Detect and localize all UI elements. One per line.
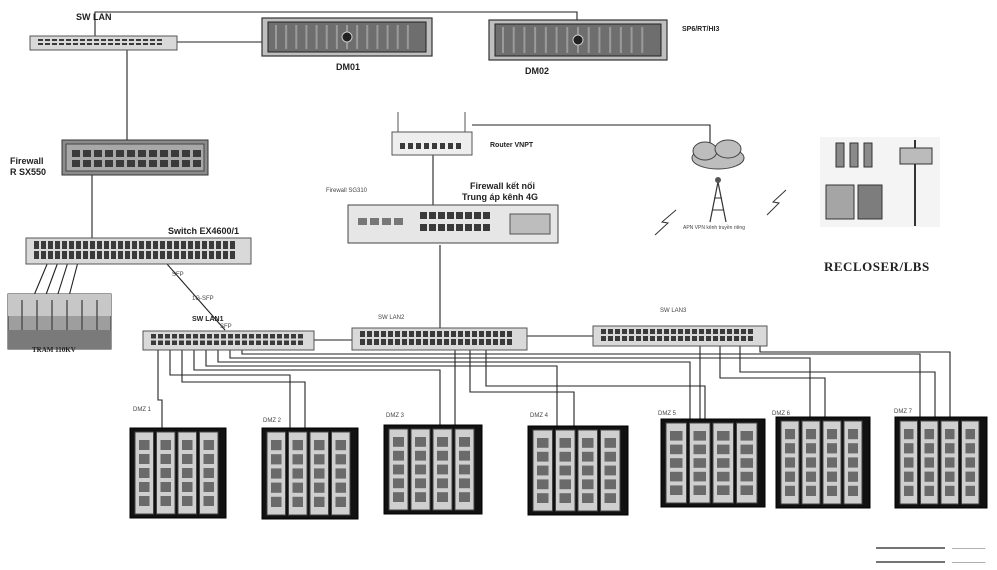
dm01-label: DM01	[336, 62, 360, 72]
dmz2-switch	[262, 428, 358, 519]
firewall-main-label-2: R SX550	[10, 167, 46, 177]
dmz-label: DMZ 1	[133, 407, 151, 413]
sw-lan-top-label: SW LAN	[76, 12, 112, 22]
sw-lan-top-switch	[30, 36, 177, 50]
dmz5-switch	[661, 419, 765, 507]
dmz1-switch	[130, 428, 226, 518]
vpn-label: APN VPN kênh truyền riêng	[683, 225, 745, 231]
tram-110kv-image	[8, 294, 111, 349]
firewall-main-label-1: Firewall	[10, 156, 44, 166]
swlan1-label: SW LAN1	[192, 316, 224, 323]
swlan2-switch	[352, 328, 527, 350]
cloud-icon	[692, 140, 744, 169]
swlan1-switch	[143, 331, 314, 350]
firewall-small-label: Firewall SG310	[326, 188, 367, 194]
tram-label: TRAM 110KV	[32, 346, 76, 354]
dm02-label: DM02	[525, 66, 549, 76]
router-vnpt	[392, 112, 472, 155]
dmz-label: DMZ 2	[263, 418, 281, 424]
sp6-label: SP6/RT/HI3	[682, 26, 719, 33]
switch-ex-label: Switch EX4600/1	[168, 226, 239, 236]
firewall-4g-label-1: Firewall kết nối	[470, 181, 535, 191]
dmz3-switch	[384, 425, 482, 514]
firewall-4g-label-2: Trung áp kênh 4G	[462, 192, 538, 202]
dmz-label: DMZ 5	[658, 411, 676, 417]
switch-ex4600	[26, 238, 251, 264]
recloser-lbs-image	[820, 137, 940, 227]
swlan3-switch	[593, 326, 767, 346]
dmz-label: DMZ 4	[530, 413, 548, 419]
firewall-rsx550	[62, 140, 208, 175]
dm02-server	[489, 20, 667, 60]
recloser-label: RECLOSER/LBS	[824, 259, 930, 275]
dm01-server	[262, 18, 432, 56]
dmz6-switch	[776, 417, 870, 508]
firewall-4g	[348, 205, 558, 243]
legend-label-2: __________	[952, 557, 985, 563]
legend-label-1: __________	[952, 543, 985, 549]
router-label: Router VNPT	[490, 142, 533, 149]
swlan3-label: SW LAN3	[660, 308, 686, 314]
dmz-label: DMZ 7	[894, 409, 912, 415]
dmz7-switch	[895, 417, 987, 508]
sfp-label-c: SFP	[220, 324, 232, 330]
swlan2-label: SW LAN2	[378, 315, 404, 321]
dmz-label: DMZ 6	[772, 411, 790, 417]
sfp-label-b: 1G-SFP	[192, 296, 214, 302]
cell-tower-icon	[710, 177, 726, 222]
dmz4-switch	[528, 426, 628, 515]
dmz-label: DMZ 3	[386, 413, 404, 419]
sfp-label-a: SFP	[172, 272, 184, 278]
